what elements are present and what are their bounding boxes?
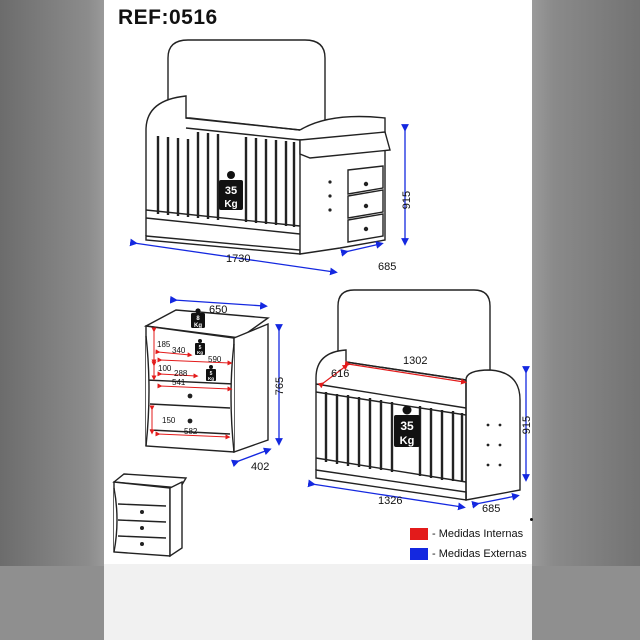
dim-185-label: 185 <box>157 340 171 349</box>
reference-title: REF:0516 <box>118 6 218 29</box>
crib-height-label: 915 <box>521 416 533 434</box>
top-height-label: 915 <box>401 191 413 209</box>
dim-288-label: 288 <box>174 369 188 378</box>
sheet-bottom <box>104 564 532 640</box>
crib-inner-length-label: 1302 <box>403 355 427 367</box>
crib-holes <box>486 423 502 467</box>
weight-5-number-lower: 5 <box>210 371 213 377</box>
legend: - Medidas Internas - Medidas Externas <box>410 526 527 566</box>
weight-8kg-icon: 8 Kg <box>191 308 205 329</box>
dim-150-label: 150 <box>162 416 176 425</box>
dresser-internal-labels: 185 340 590 100 288 541 150 582 <box>157 340 222 436</box>
weight-5kg-icon-lower: 5 Kg <box>206 365 216 381</box>
legend-swatch-internal <box>410 528 428 540</box>
legend-row-internal: - Medidas Internas <box>410 526 527 542</box>
dim-582-label: 582 <box>184 427 198 436</box>
weight-5-unit-upper: Kg <box>197 350 203 355</box>
weight-5-unit-lower: Kg <box>208 376 214 381</box>
top-depth-label: 685 <box>378 261 396 273</box>
legend-label-internal: - Medidas Internas <box>432 528 524 540</box>
dim-100-label: 100 <box>158 364 172 373</box>
small-dresser-knobs <box>140 510 144 546</box>
crib-internal-lines <box>317 360 467 389</box>
weight-35-number: 35 <box>225 185 237 197</box>
dim-590-label: 590 <box>208 355 222 364</box>
legend-swatch-external <box>410 548 428 560</box>
weight-35-unit: Kg <box>224 199 237 210</box>
crib-weight-number: 35 <box>400 419 414 433</box>
dim-340-label: 340 <box>172 346 186 355</box>
crib-drawing <box>315 289 521 501</box>
combo-crib-drawing <box>145 39 391 255</box>
left-margin-bar <box>0 0 104 640</box>
dresser-width-label: 650 <box>209 304 227 316</box>
dresser-height-label: 765 <box>274 377 286 395</box>
dresser-dimension-lines <box>169 295 283 468</box>
legend-row-external: - Medidas Externas <box>410 546 527 562</box>
combo-crib-details <box>328 180 369 232</box>
dresser-internal-lines <box>149 327 233 440</box>
crib-dimension-lines <box>307 366 530 511</box>
crib-depth-label: 685 <box>482 503 500 515</box>
weight-8-number: 8 <box>196 316 200 322</box>
right-margin-bar <box>532 0 640 640</box>
dim-541-label: 541 <box>172 378 186 387</box>
weight-35kg-icon: 35 Kg <box>219 171 243 210</box>
top-width-label: 1730 <box>226 253 250 265</box>
crib-inner-width-label: 616 <box>331 368 349 380</box>
top-dimension-lines <box>129 124 409 276</box>
stray-dot <box>530 518 533 521</box>
dresser-knobs <box>187 393 193 424</box>
small-dresser-drawing <box>112 473 188 558</box>
crib-length-label: 1326 <box>378 495 402 507</box>
weight-8-unit: Kg <box>194 323 202 329</box>
weight-5kg-icon-upper: 5 Kg <box>195 339 205 355</box>
combo-crib-slats <box>156 132 296 227</box>
crib-weight-unit: Kg <box>400 435 415 447</box>
weight-35kg-crib-icon: 35 Kg <box>394 405 420 447</box>
weight-5-number-upper: 5 <box>199 345 202 351</box>
dresser-depth-label: 402 <box>251 461 269 473</box>
legend-label-external: - Medidas Externas <box>432 548 527 560</box>
